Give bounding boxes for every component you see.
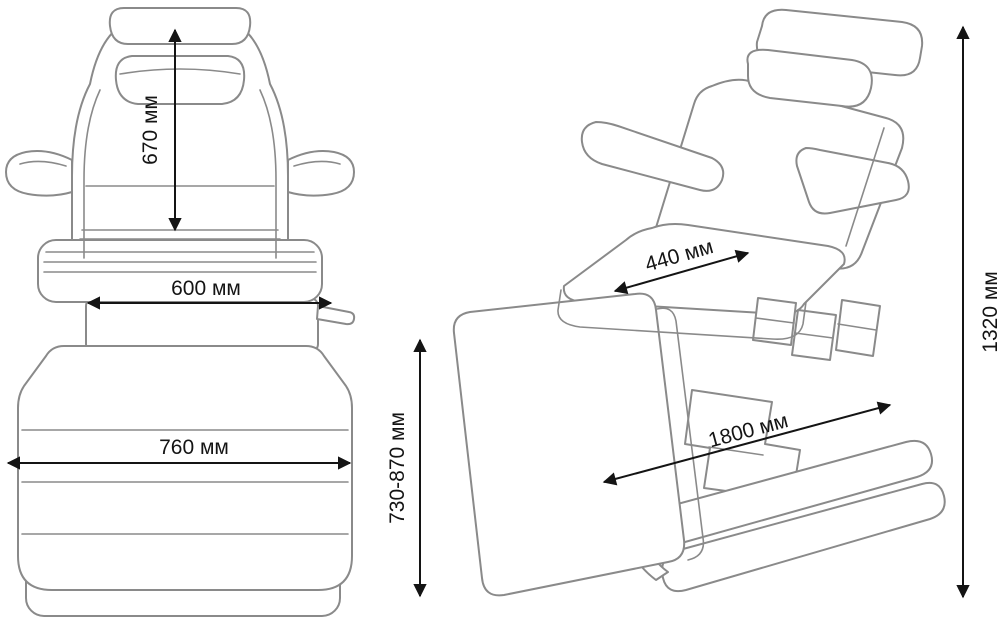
front-armrest-right	[287, 150, 355, 197]
dimension-arrows	[6, 25, 970, 599]
persp-armrest-left	[580, 121, 725, 192]
front-pedestal	[85, 297, 319, 353]
front-headrest-band	[108, 7, 252, 45]
dim-label-seat-width: 600 мм	[171, 277, 241, 300]
dim-arrow-seat-depth	[613, 249, 750, 295]
persp-armrest-right	[795, 147, 910, 215]
dim-arrow-overall-length	[602, 401, 892, 486]
dim-label-lower-cushion-width: 760 мм	[159, 436, 229, 459]
dim-label-overall-height: 1320 мм	[979, 271, 1000, 352]
dim-label-height-range: 730-870 мм	[386, 412, 409, 524]
front-headrest-pillow	[114, 55, 246, 105]
persp-strap-1	[752, 297, 797, 346]
chair-front-view-drawing	[5, 7, 356, 617]
chair-perspective-view-drawing	[452, 8, 946, 597]
persp-leg-rest	[452, 292, 686, 597]
persp-strap-3	[835, 299, 881, 357]
front-lever-handle	[316, 305, 356, 326]
front-leg-cushion	[17, 345, 353, 591]
persp-headrest-pillow	[746, 48, 873, 108]
dim-label-backrest-height: 670 мм	[139, 95, 162, 165]
front-armrest-left	[5, 150, 73, 197]
